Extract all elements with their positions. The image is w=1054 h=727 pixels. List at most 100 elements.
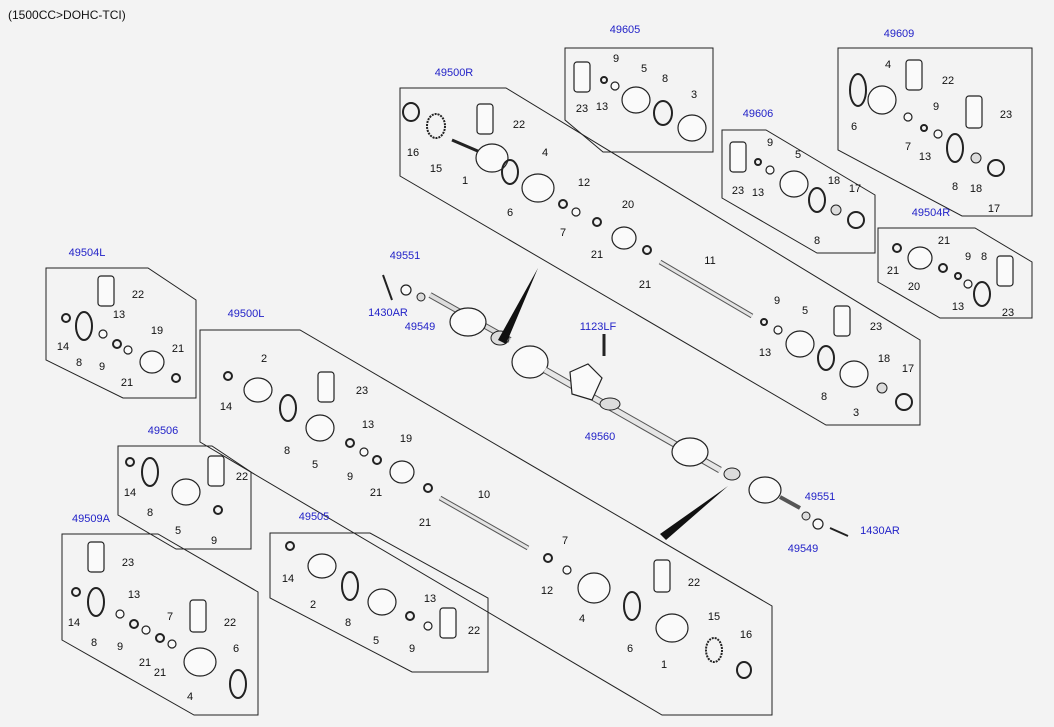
diagram-title: (1500CC>DOHC-TCI) <box>8 8 126 22</box>
ref-49551-bottom[interactable]: 49551 <box>805 491 836 503</box>
callout-20: 20 <box>622 199 634 211</box>
callout-18: 18 <box>970 183 982 195</box>
callout-14: 14 <box>282 573 294 585</box>
callout-6: 6 <box>851 121 857 133</box>
callout-22: 22 <box>236 471 248 483</box>
callout-3: 3 <box>691 89 697 101</box>
callout-22: 22 <box>688 577 700 589</box>
callout-9: 9 <box>347 471 353 483</box>
ref-49606[interactable]: 49606 <box>743 108 774 120</box>
callout-8: 8 <box>91 637 97 649</box>
callout-21: 21 <box>370 487 382 499</box>
ref-49560[interactable]: 49560 <box>585 431 616 443</box>
callout-7: 7 <box>562 535 568 547</box>
frame-49506 <box>117 445 252 550</box>
callout-9: 9 <box>409 643 415 655</box>
callout-14: 14 <box>124 487 136 499</box>
callout-13: 13 <box>596 101 608 113</box>
callout-22: 22 <box>224 617 236 629</box>
callout-18: 18 <box>878 353 890 365</box>
group-49509A-parts <box>71 541 247 699</box>
callout-14: 14 <box>68 617 80 629</box>
frame-49509A <box>61 533 259 716</box>
group-49505-parts <box>285 541 457 639</box>
callout-8: 8 <box>952 181 958 193</box>
callout-9: 9 <box>99 361 105 373</box>
callout-12: 12 <box>541 585 553 597</box>
callout-21: 21 <box>938 235 950 247</box>
callout-22: 22 <box>513 119 525 131</box>
callout-19: 19 <box>400 433 412 445</box>
callout-4: 4 <box>885 59 891 71</box>
callout-20: 20 <box>908 281 920 293</box>
callout-14: 14 <box>220 401 232 413</box>
ref-49549-bottom[interactable]: 49549 <box>788 543 819 555</box>
frame-49504R <box>877 227 1033 319</box>
ref-49605[interactable]: 49605 <box>610 24 641 36</box>
callout-8: 8 <box>147 507 153 519</box>
callout-11: 11 <box>704 255 715 267</box>
callout-4: 4 <box>579 613 585 625</box>
callout-9: 9 <box>117 641 123 653</box>
callout-1: 1 <box>661 659 667 671</box>
ref-49500R[interactable]: 49500R <box>435 67 474 79</box>
callout-4: 4 <box>187 691 193 703</box>
ref-49549-top[interactable]: 49549 <box>405 321 436 333</box>
callout-9: 9 <box>965 251 971 263</box>
callout-14: 14 <box>57 341 69 353</box>
callout-7: 7 <box>560 227 566 239</box>
frame-49609 <box>837 47 1033 217</box>
group-49606-parts <box>729 141 865 229</box>
callout-17: 17 <box>988 203 1000 215</box>
callout-2: 2 <box>310 599 316 611</box>
callout-21: 21 <box>121 377 133 389</box>
callout-16: 16 <box>740 629 752 641</box>
ref-49505[interactable]: 49505 <box>299 511 330 523</box>
callout-13: 13 <box>759 347 771 359</box>
callout-8: 8 <box>76 357 82 369</box>
callout-7: 7 <box>905 141 911 153</box>
callout-22: 22 <box>468 625 480 637</box>
ref-1430AR-top[interactable]: 1430AR <box>368 307 408 319</box>
callout-23: 23 <box>576 103 588 115</box>
callout-9: 9 <box>933 101 939 113</box>
callout-3: 3 <box>853 407 859 419</box>
callout-21: 21 <box>591 249 603 261</box>
callout-5: 5 <box>795 149 801 161</box>
callout-8: 8 <box>284 445 290 457</box>
callout-8: 8 <box>821 391 827 403</box>
callout-15: 15 <box>430 163 442 175</box>
ref-1123LF[interactable]: 1123LF <box>580 321 617 333</box>
callout-13: 13 <box>952 301 964 313</box>
ref-49509A[interactable]: 49509A <box>72 513 111 525</box>
callout-21: 21 <box>419 517 431 529</box>
group-49504L-parts <box>61 275 181 383</box>
callout-7: 7 <box>167 611 173 623</box>
frame-49505 <box>269 532 489 673</box>
callout-23: 23 <box>732 185 744 197</box>
callout-23: 23 <box>1000 109 1012 121</box>
callout-6: 6 <box>233 643 239 655</box>
ref-49504R[interactable]: 49504R <box>912 207 951 219</box>
ref-49551-top[interactable]: 49551 <box>390 250 421 262</box>
ref-49609[interactable]: 49609 <box>884 28 915 40</box>
callout-12: 12 <box>578 177 590 189</box>
group-49500R-parts <box>402 102 913 411</box>
callout-9: 9 <box>211 535 217 547</box>
ref-49504L[interactable]: 49504L <box>69 247 106 259</box>
callout-1: 1 <box>462 175 468 187</box>
callout-17: 17 <box>849 183 861 195</box>
frame-49606 <box>721 129 876 254</box>
callout-23: 23 <box>122 557 134 569</box>
ref-1430AR-bottom[interactable]: 1430AR <box>860 525 900 537</box>
callout-22: 22 <box>132 289 144 301</box>
frame-49500L <box>199 329 773 716</box>
callout-6: 6 <box>627 643 633 655</box>
callout-13: 13 <box>362 419 374 431</box>
callout-8: 8 <box>345 617 351 629</box>
callout-5: 5 <box>373 635 379 647</box>
ref-49506[interactable]: 49506 <box>148 425 179 437</box>
ref-49500L[interactable]: 49500L <box>228 308 265 320</box>
frame-49500R <box>399 87 921 426</box>
